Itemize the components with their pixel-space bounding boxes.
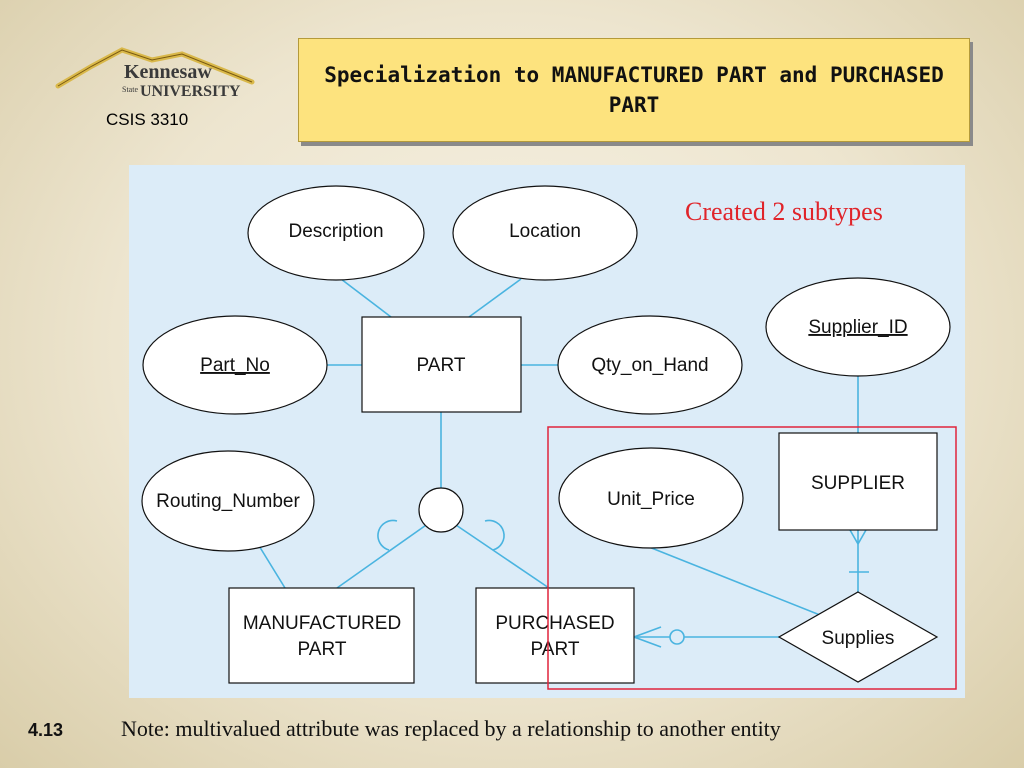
label-part-no: Part_No: [200, 355, 270, 376]
attr-routing-number: [141, 450, 315, 552]
svg-text:State: State: [122, 85, 138, 94]
connector-unit-price: [648, 546, 826, 618]
footer-note: Note: multivalued attribute was replaced…: [121, 716, 781, 741]
entity-purchased-part: [475, 587, 635, 684]
highlight-box: [547, 426, 957, 690]
entity-supplier: [778, 432, 938, 531]
attr-qty-on-hand: [557, 315, 743, 415]
label-part: PART: [417, 355, 466, 376]
entity-manufactured-part: [228, 587, 415, 684]
attr-part-no: [142, 315, 328, 415]
attr-location: [452, 185, 638, 281]
annotation-label: Created 2 subtypes: [685, 197, 883, 226]
label-manufactured-2: PART: [298, 639, 347, 660]
subset-arc-right: [484, 519, 505, 551]
subset-arc-left: [377, 519, 398, 551]
svg-text:Kennesaw: Kennesaw: [124, 61, 212, 83]
svg-text:UNIVERSITY: UNIVERSITY: [140, 83, 241, 100]
label-location: Location: [509, 221, 581, 242]
university-logo: Kennesaw State UNIVERSITY: [52, 44, 262, 104]
label-routing-number: Routing_Number: [156, 491, 300, 512]
label-supplies: Supplies: [822, 628, 895, 649]
connector-location: [468, 278, 522, 318]
connector-description: [340, 278, 392, 318]
connector-circle-manufactured: [336, 522, 430, 589]
label-unit-price: Unit_Price: [607, 489, 695, 510]
label-purchased-1: PURCHASED: [495, 613, 614, 634]
relationship-supplies: [777, 591, 939, 683]
label-qty-on-hand: Qty_on_Hand: [591, 355, 708, 376]
label-manufactured-1: MANUFACTURED: [243, 613, 401, 634]
connector-circle-purchased: [452, 522, 550, 589]
er-diagram: Description Location Part_No Qty_on_Hand…: [129, 165, 965, 698]
label-description: Description: [288, 221, 383, 242]
slide-number: 4.13: [28, 720, 64, 740]
specialization-circle: [418, 487, 464, 533]
entity-part: [361, 316, 522, 413]
label-supplier: SUPPLIER: [811, 473, 905, 494]
attr-description: [247, 185, 425, 281]
label-purchased-2: PART: [531, 639, 580, 660]
attr-unit-price: [558, 447, 744, 549]
slide-title: Specialization to MANUFACTURED PART and …: [298, 38, 970, 142]
course-code: CSIS 3310: [106, 110, 189, 129]
attr-supplier-id: [765, 277, 951, 377]
label-supplier-id: Supplier_ID: [808, 317, 907, 338]
